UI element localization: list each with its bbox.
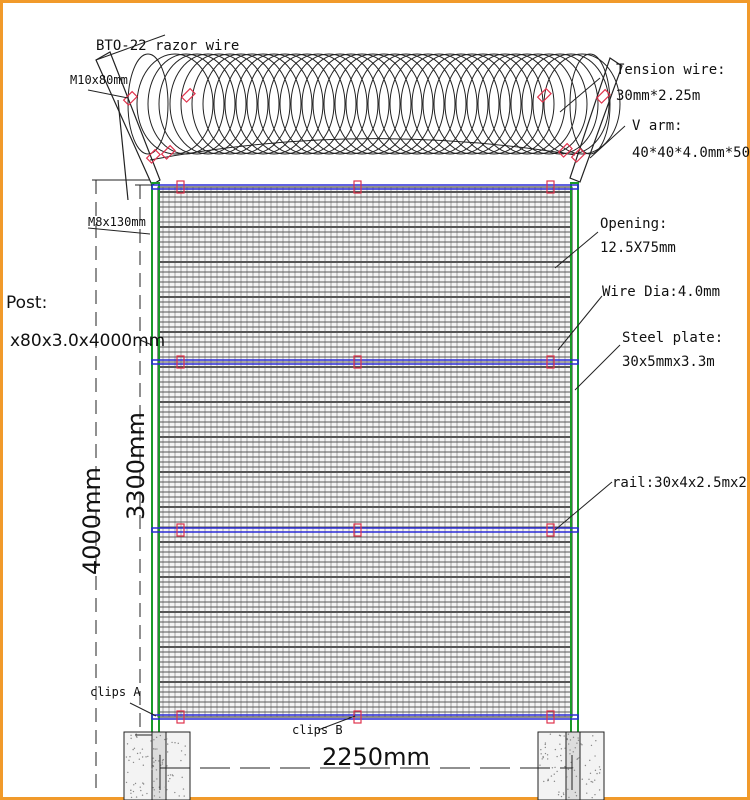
v-arm-right bbox=[569, 57, 623, 183]
clip bbox=[557, 142, 573, 158]
label-post-spec: x80x3.0x4000mm bbox=[10, 331, 165, 351]
razor-wire-coils bbox=[127, 53, 621, 155]
label-steel-plate-title: Steel plate: bbox=[622, 330, 723, 346]
clip bbox=[353, 523, 362, 537]
label-opening-spec: 12.5X75mm bbox=[600, 240, 676, 256]
clips bbox=[122, 87, 611, 724]
label-wire-dia: Wire Dia:4.0mm bbox=[602, 284, 720, 300]
clip bbox=[546, 710, 555, 724]
dimension-4000: 4000mm bbox=[78, 467, 106, 575]
footing-right bbox=[537, 731, 605, 800]
label-clips-b: clips B bbox=[292, 723, 343, 737]
dimension-2250: 2250mm bbox=[322, 743, 430, 771]
label-steel-plate-spec: 30x5mmx3.3m bbox=[622, 354, 715, 370]
clip bbox=[145, 148, 161, 164]
clip bbox=[176, 710, 185, 724]
clip bbox=[353, 355, 362, 369]
v-arm-left bbox=[95, 51, 161, 201]
clip bbox=[176, 180, 185, 194]
label-post-title: Post: bbox=[6, 293, 47, 313]
clip bbox=[176, 355, 185, 369]
concrete-texture bbox=[125, 733, 602, 799]
horizontal-rails bbox=[151, 184, 579, 720]
clip bbox=[160, 144, 176, 160]
clip bbox=[353, 710, 362, 724]
leader-lines bbox=[87, 34, 626, 731]
label-clips-a: clips A bbox=[90, 685, 141, 699]
label-razor-wire: BTO-22 razor wire bbox=[96, 38, 239, 54]
dimension-lines bbox=[92, 179, 573, 790]
label-v-arm-title: V arm: bbox=[632, 118, 683, 134]
clip bbox=[546, 180, 555, 194]
dimension-3300: 3300mm bbox=[122, 412, 150, 520]
label-tension-wire-spec: 30mm*2.25m bbox=[616, 88, 700, 104]
clip bbox=[122, 90, 138, 106]
label-tension-wire-title: Tension wire: bbox=[616, 62, 726, 78]
tension-wire bbox=[149, 138, 576, 161]
label-m10: M10x80mm bbox=[70, 73, 128, 87]
label-opening-title: Opening: bbox=[600, 216, 667, 232]
clip bbox=[176, 523, 185, 537]
clip bbox=[353, 180, 362, 194]
label-v-arm-spec: 40*40*4.0mm*500 bbox=[632, 145, 750, 161]
clip bbox=[546, 355, 555, 369]
label-rail: rail:30x4x2.5mx2.25 bbox=[612, 475, 750, 491]
label-m8: M8x130mm bbox=[88, 215, 146, 229]
footing-left bbox=[123, 731, 191, 800]
clip bbox=[180, 87, 196, 103]
clip bbox=[570, 147, 586, 163]
mesh-wires bbox=[158, 187, 572, 717]
clip bbox=[546, 523, 555, 537]
clip bbox=[595, 88, 611, 104]
clip bbox=[536, 87, 552, 103]
